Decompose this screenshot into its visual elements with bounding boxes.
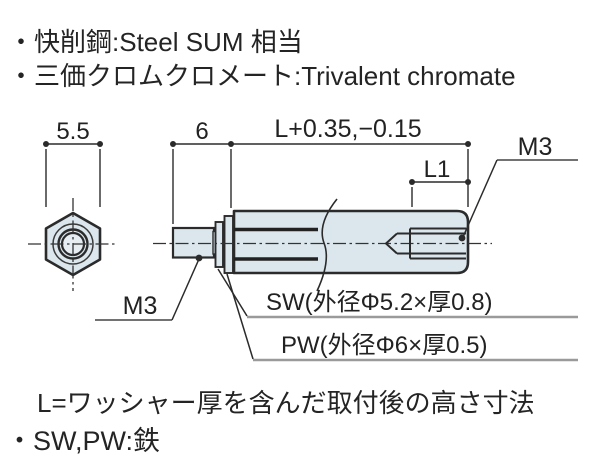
leader-line — [226, 273, 254, 360]
dim-terminator — [43, 141, 49, 147]
leader-line — [171, 258, 200, 321]
leader-dot — [195, 254, 203, 262]
label-thread-female: M3 — [458, 133, 578, 242]
plain-washer — [223, 215, 234, 274]
dim-across-flats: 5.5 — [43, 118, 103, 207]
dim-terminator — [97, 141, 103, 147]
dim-terminator — [409, 179, 415, 185]
dim-stud-length: 6 — [170, 118, 234, 224]
label-plain-washer: PW(外径Φ6×厚0.5) — [226, 273, 578, 362]
dim-across-flats-text: 5.5 — [56, 118, 89, 145]
label-spring-washer: SW(外径Φ5.2×厚0.8) — [217, 268, 578, 319]
surface-finish-note: ・三価クロムクロメート:Trivalent chromate — [8, 61, 516, 91]
label-thread-male: M3 — [95, 254, 203, 321]
tapped-hole — [384, 227, 466, 260]
dim-overall-length: L+0.35,−0.15 — [231, 115, 471, 207]
hex-body — [232, 209, 470, 275]
male-stud — [171, 226, 216, 259]
leader-line — [462, 159, 498, 238]
dim-terminator — [170, 141, 176, 147]
length-definition-note: L=ワッシャー厚を含んだ取付後の高さ寸法 — [37, 388, 535, 418]
label-thread-male-text: M3 — [123, 292, 158, 320]
dim-terminator — [465, 141, 471, 147]
label-thread-female-text: M3 — [518, 133, 553, 161]
spring-washer — [214, 221, 224, 268]
dim-terminator — [465, 179, 471, 185]
label-plain-washer-text: PW(外径Φ6×厚0.5) — [281, 332, 488, 359]
dim-thread-depth: L1 — [409, 156, 471, 207]
label-spring-washer-text: SW(外径Φ5.2×厚0.8) — [266, 289, 493, 316]
break-line — [316, 198, 338, 292]
dim-thread-depth-text: L1 — [424, 156, 451, 183]
washer-material-note: ・SW,PW:鉄 — [6, 426, 161, 456]
standoff-side-view — [153, 198, 492, 292]
dim-stud-length-text: 6 — [195, 118, 208, 145]
hex-end-view — [28, 198, 118, 291]
dim-overall-length-text: L+0.35,−0.15 — [274, 115, 421, 143]
material-note: ・快削鋼:Steel SUM 相当 — [8, 27, 303, 57]
drill-cone — [384, 232, 398, 255]
leader-dot — [458, 234, 466, 242]
